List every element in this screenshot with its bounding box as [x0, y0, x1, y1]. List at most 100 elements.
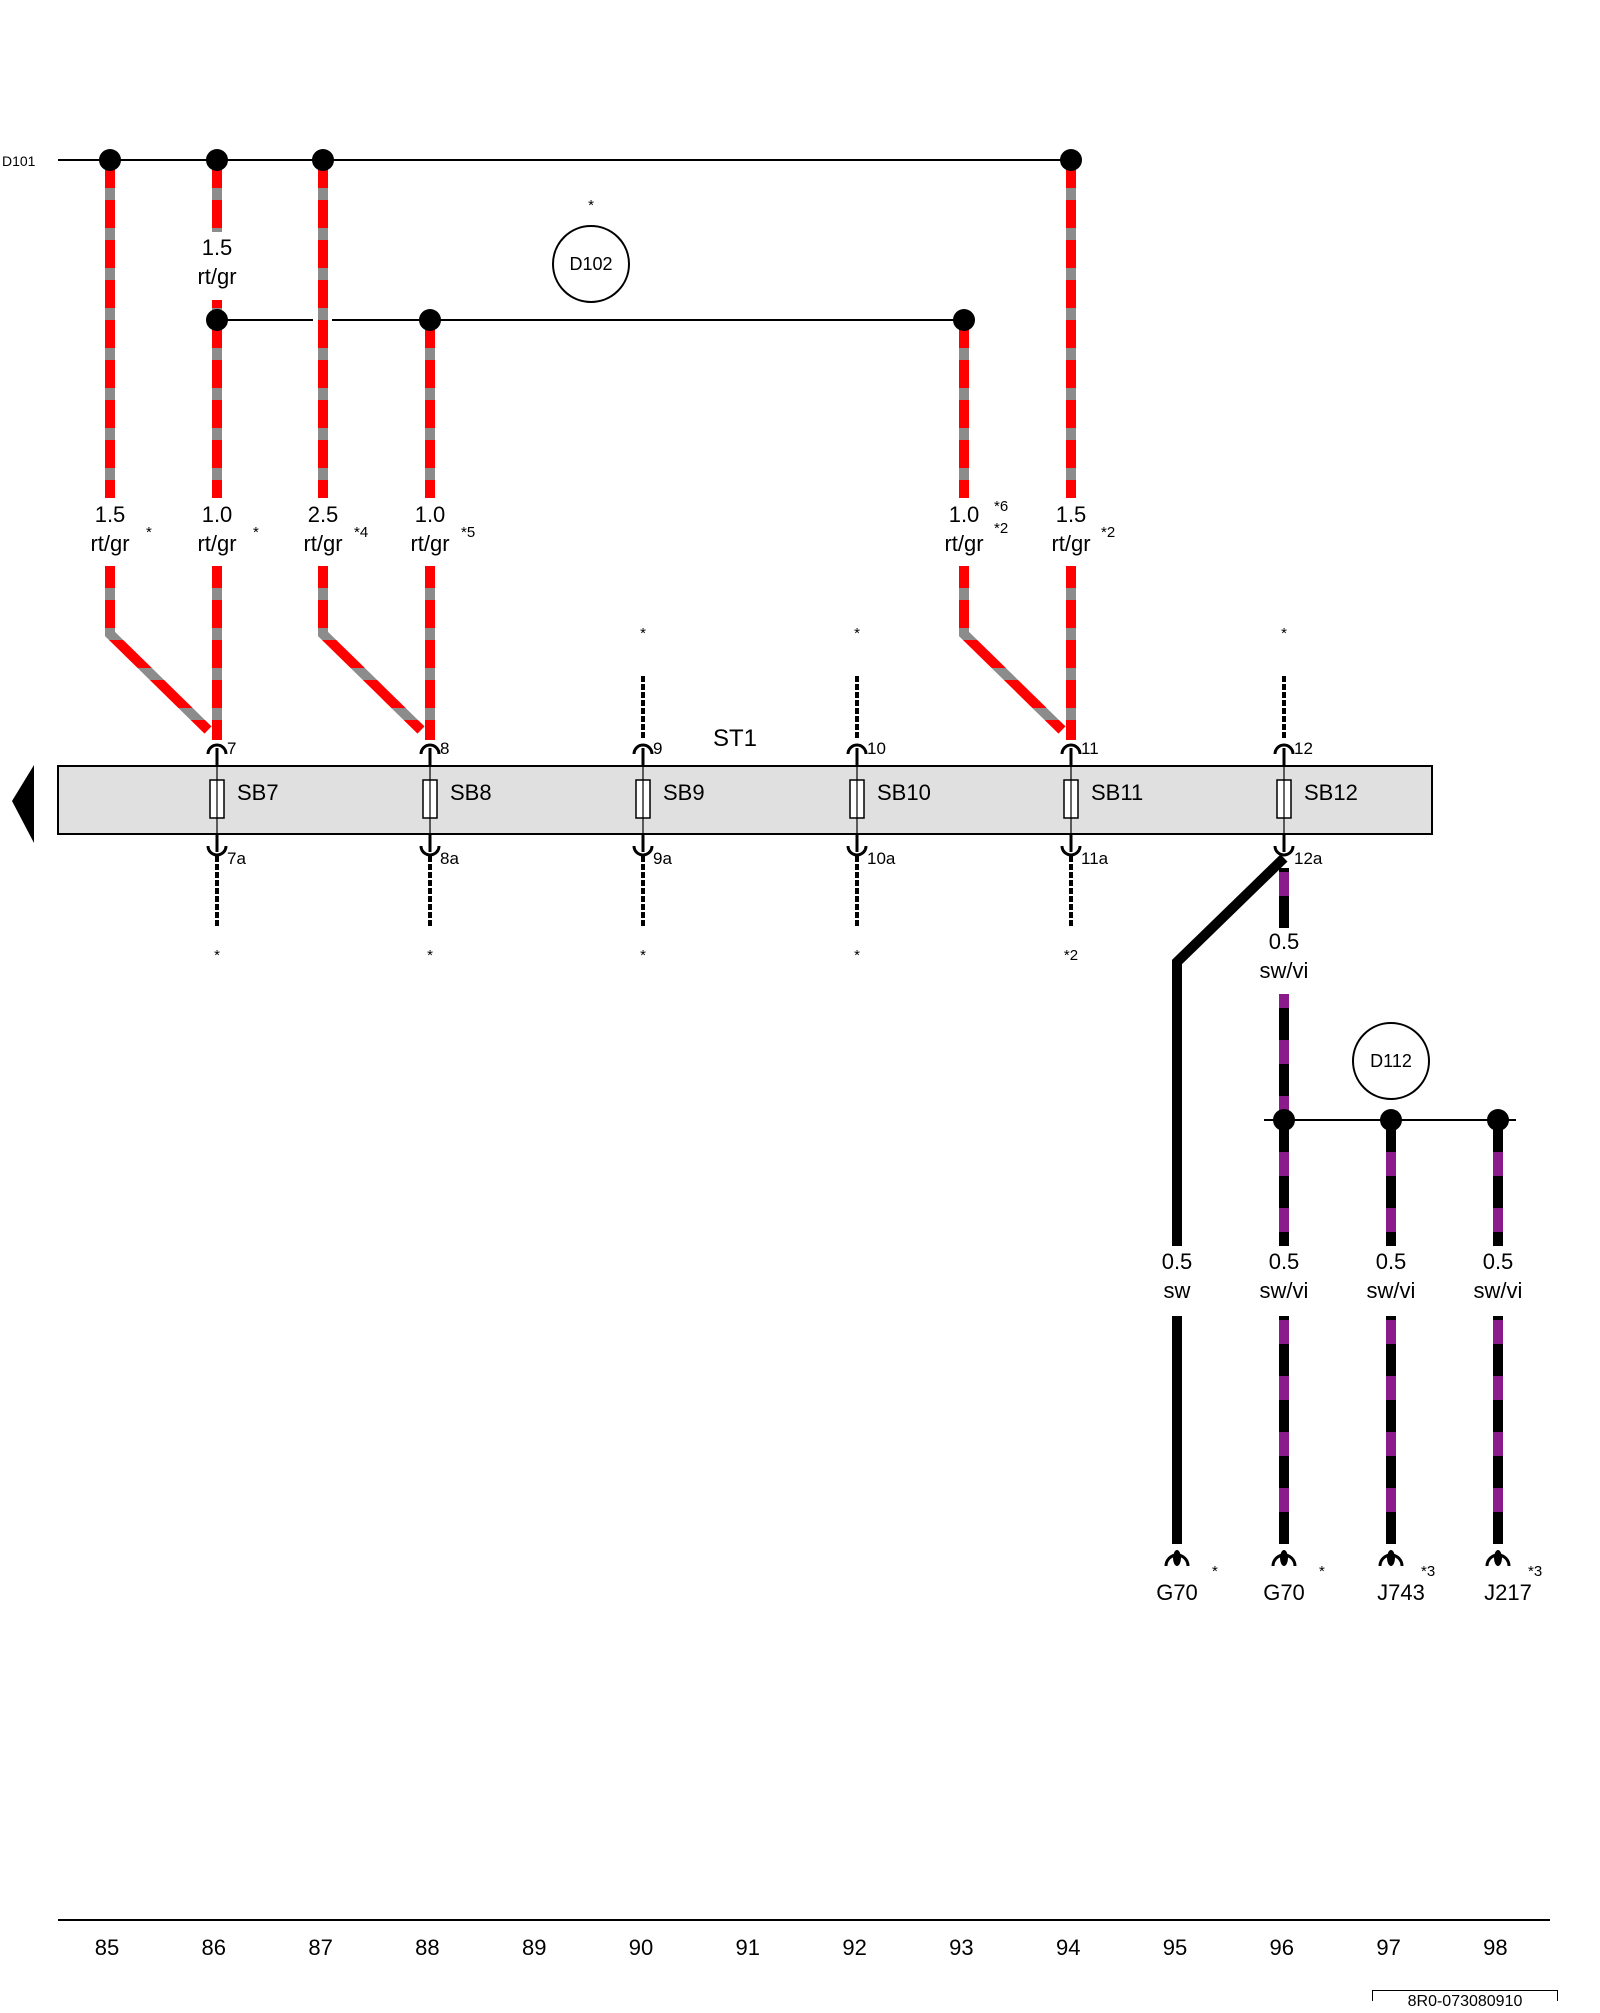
terminal-top-icon [846, 743, 868, 755]
lower-wire-label-98: 0.5 sw/vi [1474, 1249, 1523, 1303]
upper-wire-label-86a: 1.5 rt/gr * [90, 502, 152, 556]
track-number: 97 [1376, 1935, 1400, 1960]
wire-rtgr-88 [425, 320, 435, 498]
pin-bottom-label: 10a [867, 849, 896, 868]
wire-size: 2.5 [308, 502, 339, 527]
wire-rtgr-93-diag [959, 566, 1066, 734]
fuse-label: SB11 [1091, 780, 1143, 805]
wire-rtgr-93 [959, 320, 969, 498]
component-name: J217 [1484, 1580, 1532, 1605]
wire-color: rt/gr [197, 531, 236, 556]
splice-dot [99, 149, 121, 171]
wire-swvi-98-low [1493, 1316, 1503, 1544]
wire-color: sw/vi [1260, 1278, 1309, 1303]
track-number: 86 [202, 1935, 226, 1960]
splice-dot [312, 149, 334, 171]
fuse-label: SB10 [877, 780, 931, 805]
terminal-bottom-icon [419, 845, 441, 857]
wire-color: sw/vi [1260, 958, 1309, 983]
d102-connector-label: D102 [569, 254, 612, 274]
wire-note: *5 [461, 524, 475, 541]
pin-bottom-label: 7a [227, 849, 246, 868]
splice-dot [1060, 149, 1082, 171]
d112-connector-label: D112 [1370, 1051, 1412, 1071]
pin-bottom-label: 8a [440, 849, 459, 868]
wire-size: 1.5 [95, 502, 126, 527]
pin-bottom-label: 12a [1294, 849, 1323, 868]
wire-sw-95 [1172, 854, 1288, 1246]
wire-size: 0.5 [1269, 929, 1300, 954]
component-note: * [1319, 1563, 1325, 1580]
pin-top-label: 8 [440, 739, 449, 758]
wire-color: rt/gr [944, 531, 983, 556]
splice-dot [206, 309, 228, 331]
terminal-top-icon [632, 743, 654, 755]
lower-wire-label-96: 0.5 sw/vi [1260, 1249, 1309, 1303]
terminal-pin-icon [1494, 1550, 1502, 1566]
lower-wire-label-96-upper: 0.5 sw/vi [1260, 929, 1309, 983]
track-number: 96 [1270, 1935, 1294, 1960]
wire-note: *4 [354, 524, 368, 541]
terminal-pin-icon [1173, 1550, 1181, 1566]
wire-note: *6 [994, 498, 1008, 515]
terminal-bottom-icon [632, 845, 654, 857]
fuse-bottom-note: *2 [1064, 947, 1078, 964]
lower-wire-label-97: 0.5 sw/vi [1367, 1249, 1416, 1303]
track-number: 87 [308, 1935, 332, 1960]
splice-dot [953, 309, 975, 331]
wire-note: * [253, 524, 259, 541]
d102-note: * [588, 197, 594, 214]
wire-rtgr-94-low [1066, 566, 1076, 740]
wire-swvi-98 [1493, 1120, 1503, 1246]
terminal-j743: J743 *3 [1377, 1550, 1435, 1605]
wire-rtgr-86-top [212, 160, 222, 232]
drawing-reference: 8R0-073080910 [1372, 1990, 1558, 2010]
track-number: 93 [949, 1935, 973, 1960]
terminal-top-icon [1060, 743, 1082, 755]
pin-bottom-label: 9a [653, 849, 672, 868]
splice-dot [206, 149, 228, 171]
component-name: G70 [1156, 1580, 1198, 1605]
track-number: 88 [415, 1935, 439, 1960]
component-note: * [1212, 1563, 1218, 1580]
wire-rtgr-87-diag [318, 566, 425, 734]
wire-color: rt/gr [90, 531, 129, 556]
terminal-g70-b: G70 * [1263, 1550, 1325, 1605]
pin-top-label: 12 [1294, 739, 1313, 758]
wire-size: 0.5 [1376, 1249, 1407, 1274]
fuse-label: SB8 [450, 780, 492, 805]
track-number: 94 [1056, 1935, 1080, 1960]
splice-dot [1380, 1109, 1402, 1131]
fuse-bottom-note: * [640, 947, 646, 964]
wire-size: 0.5 [1162, 1249, 1193, 1274]
terminal-bottom-icon [1273, 845, 1295, 857]
wire-rtgr-88-low [425, 566, 435, 740]
terminal-g70-a: G70 * [1156, 1550, 1218, 1605]
upper-wire-label-87: 2.5 rt/gr *4 [303, 502, 368, 556]
wire-swvi-96-low [1279, 1316, 1289, 1544]
wire-color: rt/gr [303, 531, 342, 556]
component-name: J743 [1377, 1580, 1425, 1605]
wire-size: 1.0 [415, 502, 446, 527]
terminal-top-icon [419, 743, 441, 755]
component-name: G70 [1263, 1580, 1305, 1605]
wire-size: 1.0 [949, 502, 980, 527]
d102-connector-circle [552, 225, 630, 303]
wire-rtgr-86 [212, 300, 222, 498]
component-note: *3 [1528, 1563, 1542, 1580]
track-number: 91 [736, 1935, 760, 1960]
pin-bottom-label: 11a [1081, 849, 1109, 868]
fuse-label: SB9 [663, 780, 705, 805]
track-number: 95 [1163, 1935, 1187, 1960]
fuse-group: SB777a*SB888a*SB999a*SB101010a*SB111111a… [206, 739, 1358, 964]
wire-note: *2 [1101, 524, 1115, 541]
wire-swvi-97 [1386, 1120, 1396, 1246]
track-number: 89 [522, 1935, 546, 1960]
branch-wire-size: 1.5 [202, 235, 233, 260]
pin-top-label: 11 [1081, 739, 1099, 758]
wire-swvi-97-low [1386, 1316, 1396, 1544]
